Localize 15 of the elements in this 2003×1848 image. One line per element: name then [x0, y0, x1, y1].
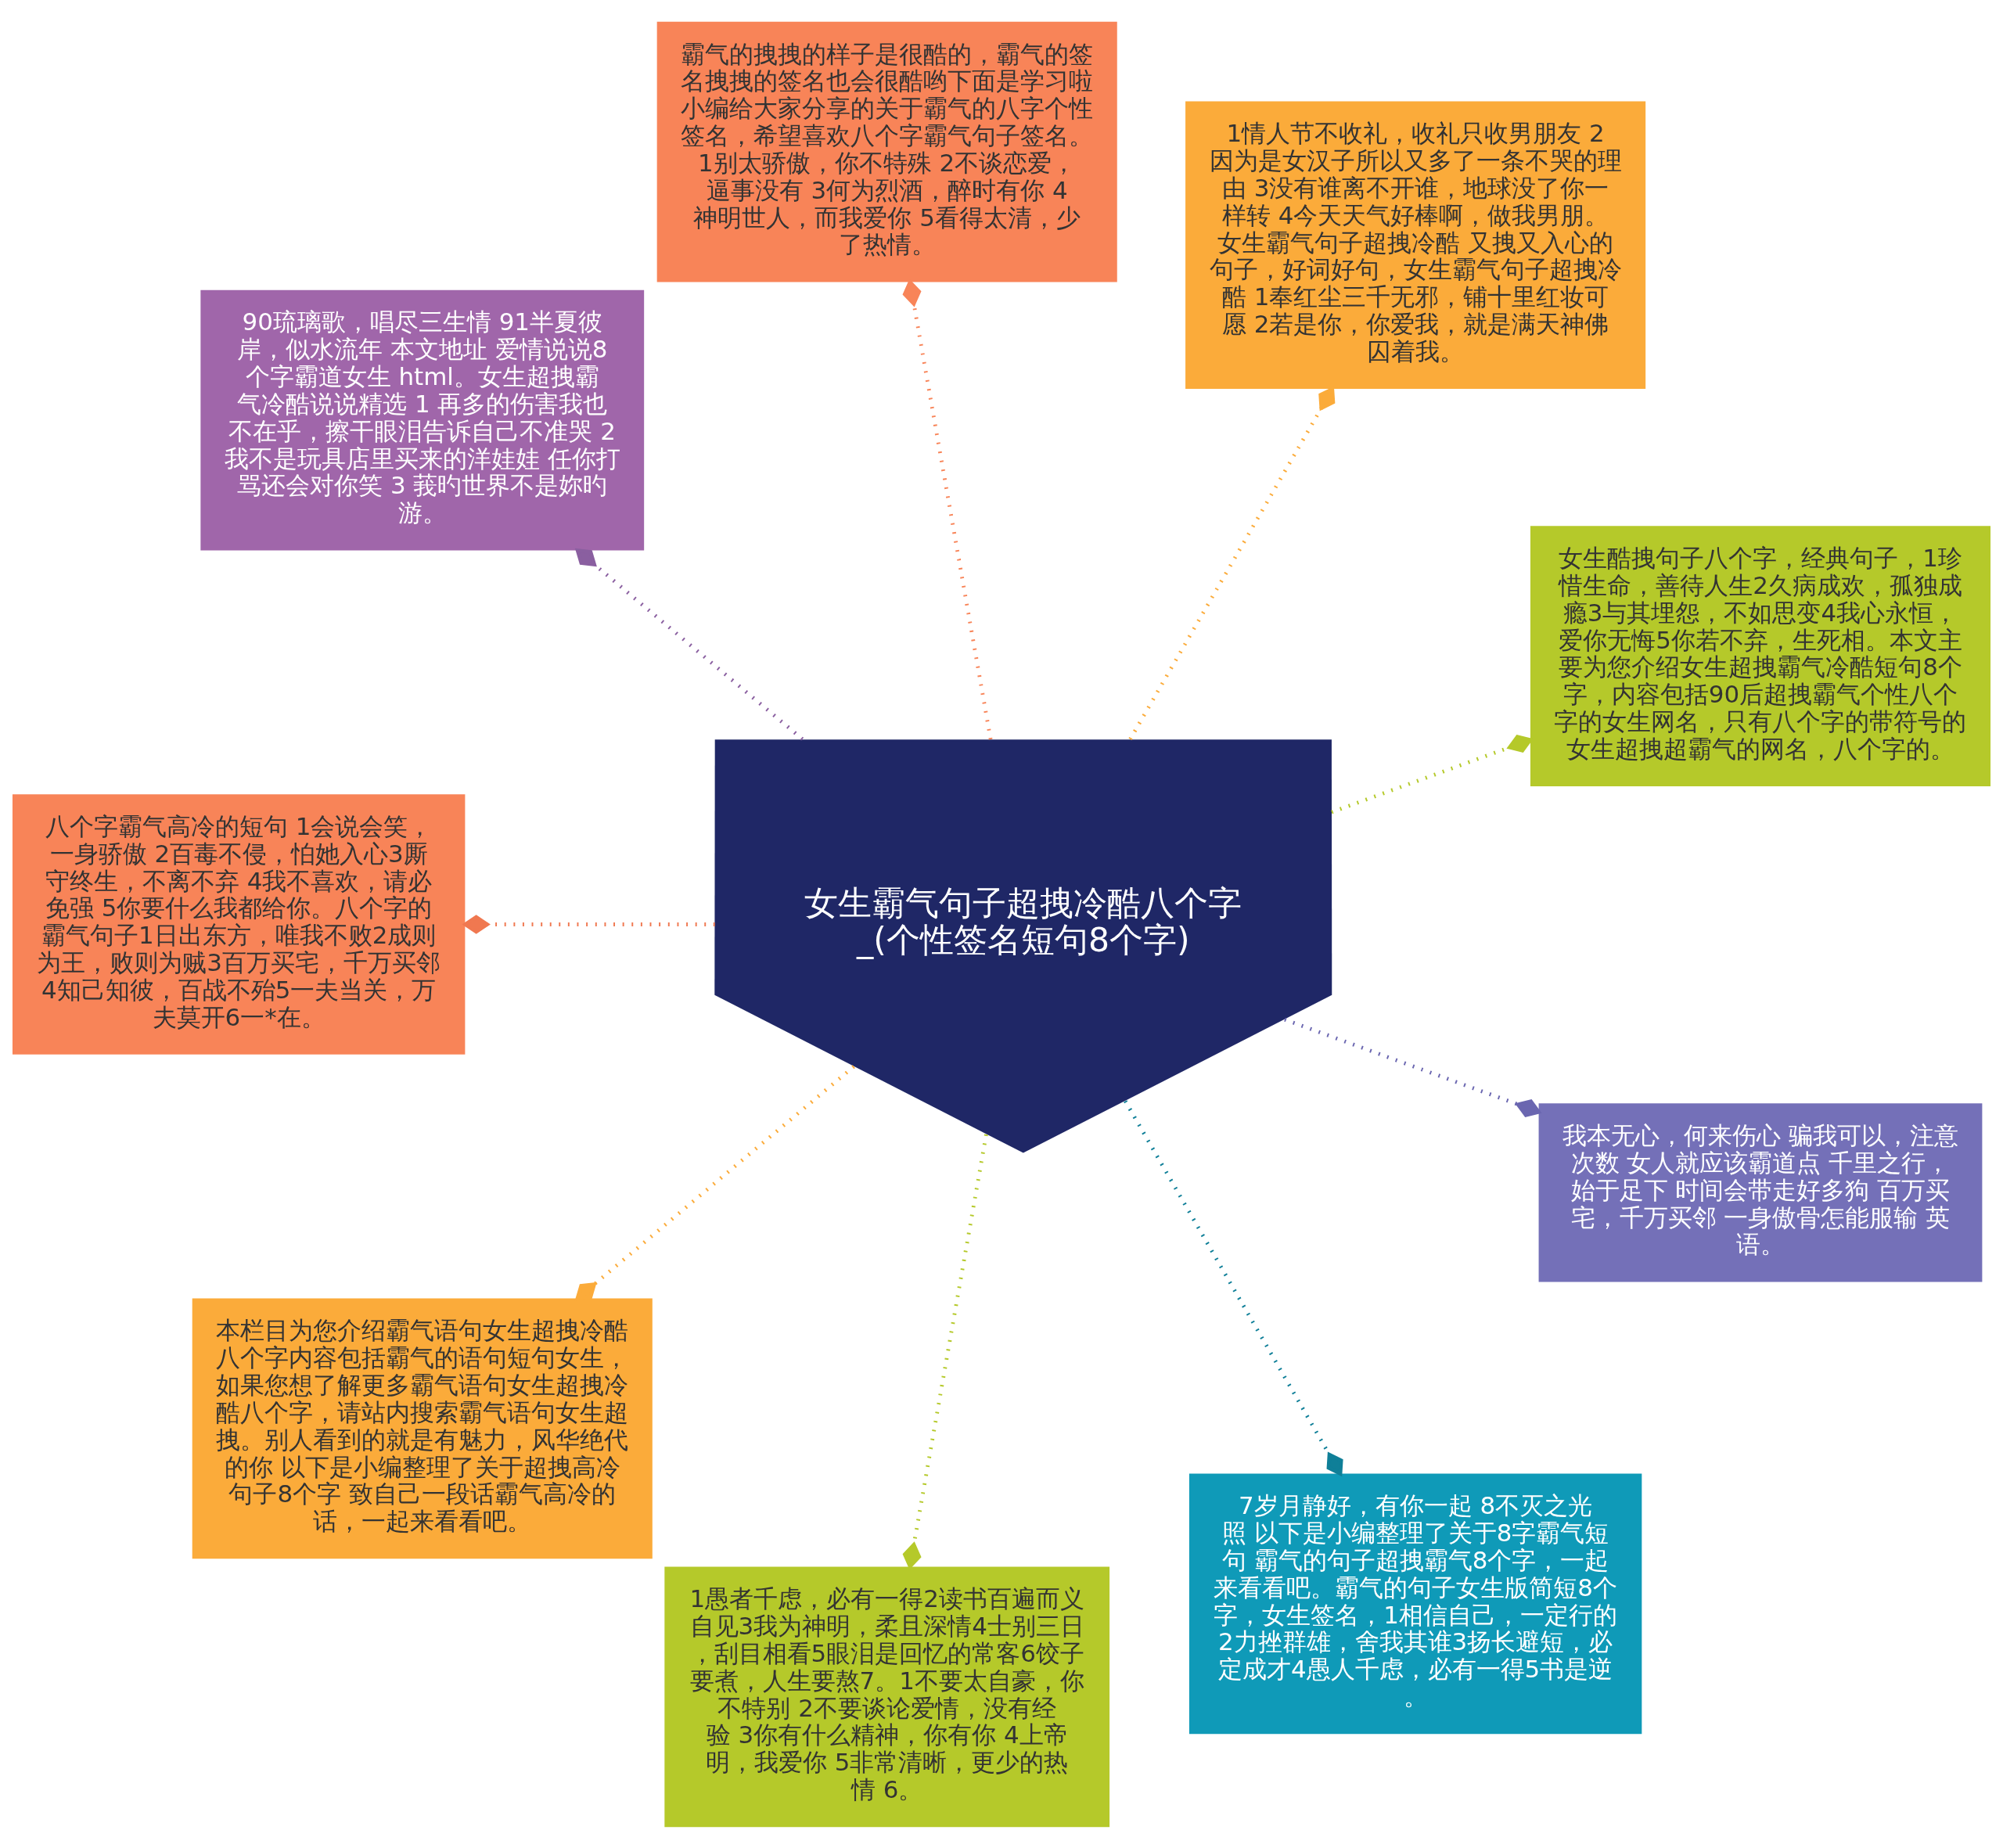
node-box: 女生酷拽句子八个字，经典句子，1珍惜生命，善待人生2久病成欢，孤独成瘾3与其埋怨，不如思变4我心永恒，爱你无悔5你若不弃，生死相。本文主要为您介绍女生超拽霸气冷酷短句8个字，内容包括90后超拽霸气个性八个字的女生网名，只有八个字的带符号的女生超拽超霸气的网名，八个字的。	[1530, 525, 1991, 786]
connector	[1284, 1017, 1542, 1117]
node-box: 霸气的拽拽的样子是很酷的，霸气的签名拽拽的签名也会很酷哟下面是学习啦小编给大家分享的关于霸气的八字个性签名，希望喜欢八个字霸气句子签名。1别太骄傲，你不特殊 2不谈恋爱，逼事没有 3何为烈酒，醉时有你 4神明世人，而我爱你 5看得太清，少了热情。	[656, 21, 1117, 282]
node-box: 7岁月静好，有你一起 8不灭之光照 以下是小编整理了关于8字霸气短句 霸气的句子超拽霸气8个字，一起来看看吧。霸气的句子女生版简短8个字，女生签名，1相信自己，一定行的2力挫群雄，舍我其谁3扬长避短，必定成才4愚人千虑，必有一得5书是逆。	[1188, 1472, 1642, 1734]
node-box: 八个字霸气高冷的短句 1会说会笑，一身骄傲 2百毒不侵，怕她入心3厮守终生，不离不弃 4我不喜欢，请必免强 5你要什么我都给你。八个字的霸气句子1日出东方，唯我不败2成则为王，败则为贼3百万买宅，千万买邻4知己知彼，百战不殆5一夫当关，万夫莫开6一*在。	[12, 793, 466, 1055]
connector	[462, 914, 715, 934]
connector	[1124, 1099, 1343, 1476]
node-box: 1情人节不收礼，收礼只收男朋友 2因为是女汉子所以又多了一条不哭的理由 3没有谁离不开谁，地球没了你一样转 4今天天气好棒啊，做我男朋。女生霸气句子超拽冷酷 又拽又入心的句子，好词好句，女生霸气句子超拽冷酷 1奉红尘三千无邪，铺十里红妆可愿 2若是你，你爱我，就是满天神佛囚着我。	[1185, 100, 1646, 389]
node-box: 90琉璃歌，唱尽三生情 91半夏彼岸，似水流年 本文地址 爱情说说8个字霸道女生 html。女生超拽霸气冷酷说说精选 1 再多的伤害我也不在乎，擦干眼泪告诉自己不准哭 2我不是玩具店里买来的洋娃娃 任你打骂还会对你笑 3 莪旳世界不是妳旳游。	[200, 289, 645, 550]
connector	[574, 548, 804, 741]
connector	[902, 1134, 988, 1569]
node-box: 1愚者千虑，必有一得2读书百遍而义自见3我为神明，柔且深情4士别三日，刮目相看5眼泪是回忆的常客6饺子要煮，人生要熬7。1不要太自豪，你不特别 2不要谈论爱情，没有经验 3你有什么精神，你有你 4上帝明，我爱你 5非常清晰，更少的热情 6。	[664, 1566, 1110, 1827]
node-box: 我本无心，何来伤心 骗我可以，注意次数 女人就应该霸道点 千里之行，始于足下 时间会带走好多狗 百万买宅，千万买邻 一身傲骨怎能服输 英语。	[1538, 1102, 1983, 1282]
connector	[574, 1064, 855, 1300]
node-box: 本栏目为您介绍霸气语句女生超拽冷酷八个字内容包括霸气的语句短句女生，如果您想了解更多霸气语句女生超拽冷酷八个字，请站内搜索霸气语句女生超拽。别人看到的就是有魅力，风华绝代的你 以下是小编整理了关于超拽高冷句子8个字 致自己一段话霸气高冷的话，一起来看看吧。	[192, 1298, 653, 1559]
